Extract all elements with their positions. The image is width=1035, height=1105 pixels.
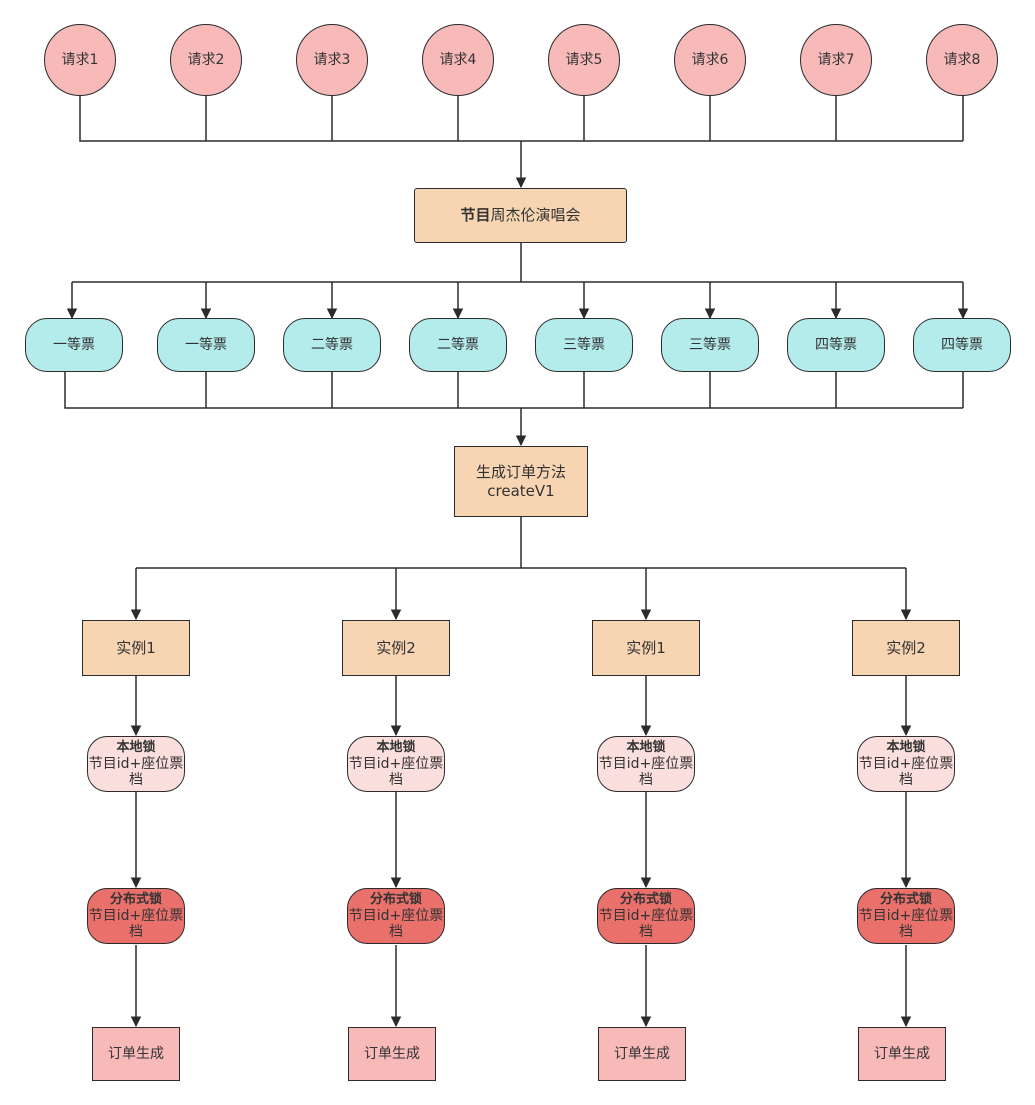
instance-node-2: 实例2	[342, 620, 450, 676]
dist-lock-title: 分布式锁	[109, 892, 162, 907]
tier-node-8: 四等票	[913, 318, 1011, 372]
instance-label: 实例1	[626, 638, 666, 657]
dist-lock-title: 分布式锁	[619, 892, 672, 907]
instance-label: 实例2	[886, 638, 926, 657]
order-label: 订单生成	[108, 1045, 164, 1062]
request-label: 请求4	[439, 51, 477, 68]
request-label: 请求3	[313, 51, 351, 68]
instance-node-4: 实例2	[852, 620, 960, 676]
order-label: 订单生成	[614, 1045, 670, 1062]
request-node-2: 请求2	[170, 24, 242, 96]
order-node-3: 订单生成	[598, 1027, 686, 1081]
tier-node-1: 一等票	[25, 318, 123, 372]
request-label: 请求1	[61, 51, 99, 68]
request-label: 请求8	[943, 51, 981, 68]
local-lock-node-4: 本地锁 节目id+座位票档	[857, 736, 955, 792]
local-lock-title: 本地锁	[116, 740, 156, 755]
program-to-tier-bus	[72, 243, 963, 283]
request-node-8: 请求8	[926, 24, 998, 96]
request-bus-line	[79, 94, 964, 142]
dist-lock-desc: 节目id+座位票档	[598, 908, 694, 940]
order-node-1: 订单生成	[92, 1027, 180, 1081]
tier-node-5: 三等票	[535, 318, 633, 372]
request-node-7: 请求7	[800, 24, 872, 96]
local-lock-node-1: 本地锁 节目id+座位票档	[87, 736, 185, 792]
tier-node-3: 二等票	[283, 318, 381, 372]
request-node-5: 请求5	[548, 24, 620, 96]
instance-node-3: 实例1	[592, 620, 700, 676]
request-node-3: 请求3	[296, 24, 368, 96]
dist-lock-desc: 节目id+座位票档	[88, 908, 184, 940]
tier-label: 四等票	[941, 336, 983, 353]
instance-label: 实例1	[116, 638, 156, 657]
method-name: createV1	[487, 481, 555, 500]
request-label: 请求5	[565, 51, 603, 68]
local-lock-title: 本地锁	[626, 740, 666, 755]
local-lock-desc: 节目id+座位票档	[348, 756, 444, 788]
program-prefix: 节目	[460, 206, 491, 224]
dist-lock-node-4: 分布式锁 节目id+座位票档	[857, 888, 955, 944]
order-node-4: 订单生成	[858, 1027, 946, 1081]
tier-label: 四等票	[815, 336, 857, 353]
dist-lock-node-1: 分布式锁 节目id+座位票档	[87, 888, 185, 944]
dist-lock-desc: 节目id+座位票档	[858, 908, 954, 940]
request-label: 请求7	[817, 51, 855, 68]
method-title: 生成订单方法	[475, 462, 566, 481]
local-lock-title: 本地锁	[376, 740, 416, 755]
local-lock-desc: 节目id+座位票档	[598, 756, 694, 788]
tier-node-4: 二等票	[409, 318, 507, 372]
tier-label: 一等票	[53, 336, 95, 353]
dist-lock-title: 分布式锁	[369, 892, 422, 907]
order-label: 订单生成	[874, 1045, 930, 1062]
tier-node-6: 三等票	[661, 318, 759, 372]
program-name: 周杰伦演唱会	[490, 206, 581, 224]
local-lock-node-3: 本地锁 节目id+座位票档	[597, 736, 695, 792]
tier-label: 三等票	[563, 336, 605, 353]
tier-label: 二等票	[437, 336, 479, 353]
tier-node-2: 一等票	[157, 318, 255, 372]
instance-label: 实例2	[376, 638, 416, 657]
tier-node-7: 四等票	[787, 318, 885, 372]
program-node: 节目周杰伦演唱会	[414, 188, 627, 243]
request-node-6: 请求6	[674, 24, 746, 96]
dist-lock-title: 分布式锁	[879, 892, 932, 907]
tier-label: 一等票	[185, 336, 227, 353]
method-to-instance-bus	[136, 517, 906, 569]
dist-lock-desc: 节目id+座位票档	[348, 908, 444, 940]
request-label: 请求2	[187, 51, 225, 68]
tier-label: 二等票	[311, 336, 353, 353]
order-node-2: 订单生成	[348, 1027, 436, 1081]
create-order-method-node: 生成订单方法 createV1	[454, 446, 588, 517]
dist-lock-node-2: 分布式锁 节目id+座位票档	[347, 888, 445, 944]
local-lock-node-2: 本地锁 节目id+座位票档	[347, 736, 445, 792]
request-label: 请求6	[691, 51, 729, 68]
local-lock-desc: 节目id+座位票档	[858, 756, 954, 788]
request-node-1: 请求1	[44, 24, 116, 96]
local-lock-desc: 节目id+座位票档	[88, 756, 184, 788]
dist-lock-node-3: 分布式锁 节目id+座位票档	[597, 888, 695, 944]
instance-node-1: 实例1	[82, 620, 190, 676]
request-node-4: 请求4	[422, 24, 494, 96]
order-label: 订单生成	[364, 1045, 420, 1062]
tier-label: 三等票	[689, 336, 731, 353]
tier-bus-line	[64, 371, 964, 409]
local-lock-title: 本地锁	[886, 740, 926, 755]
